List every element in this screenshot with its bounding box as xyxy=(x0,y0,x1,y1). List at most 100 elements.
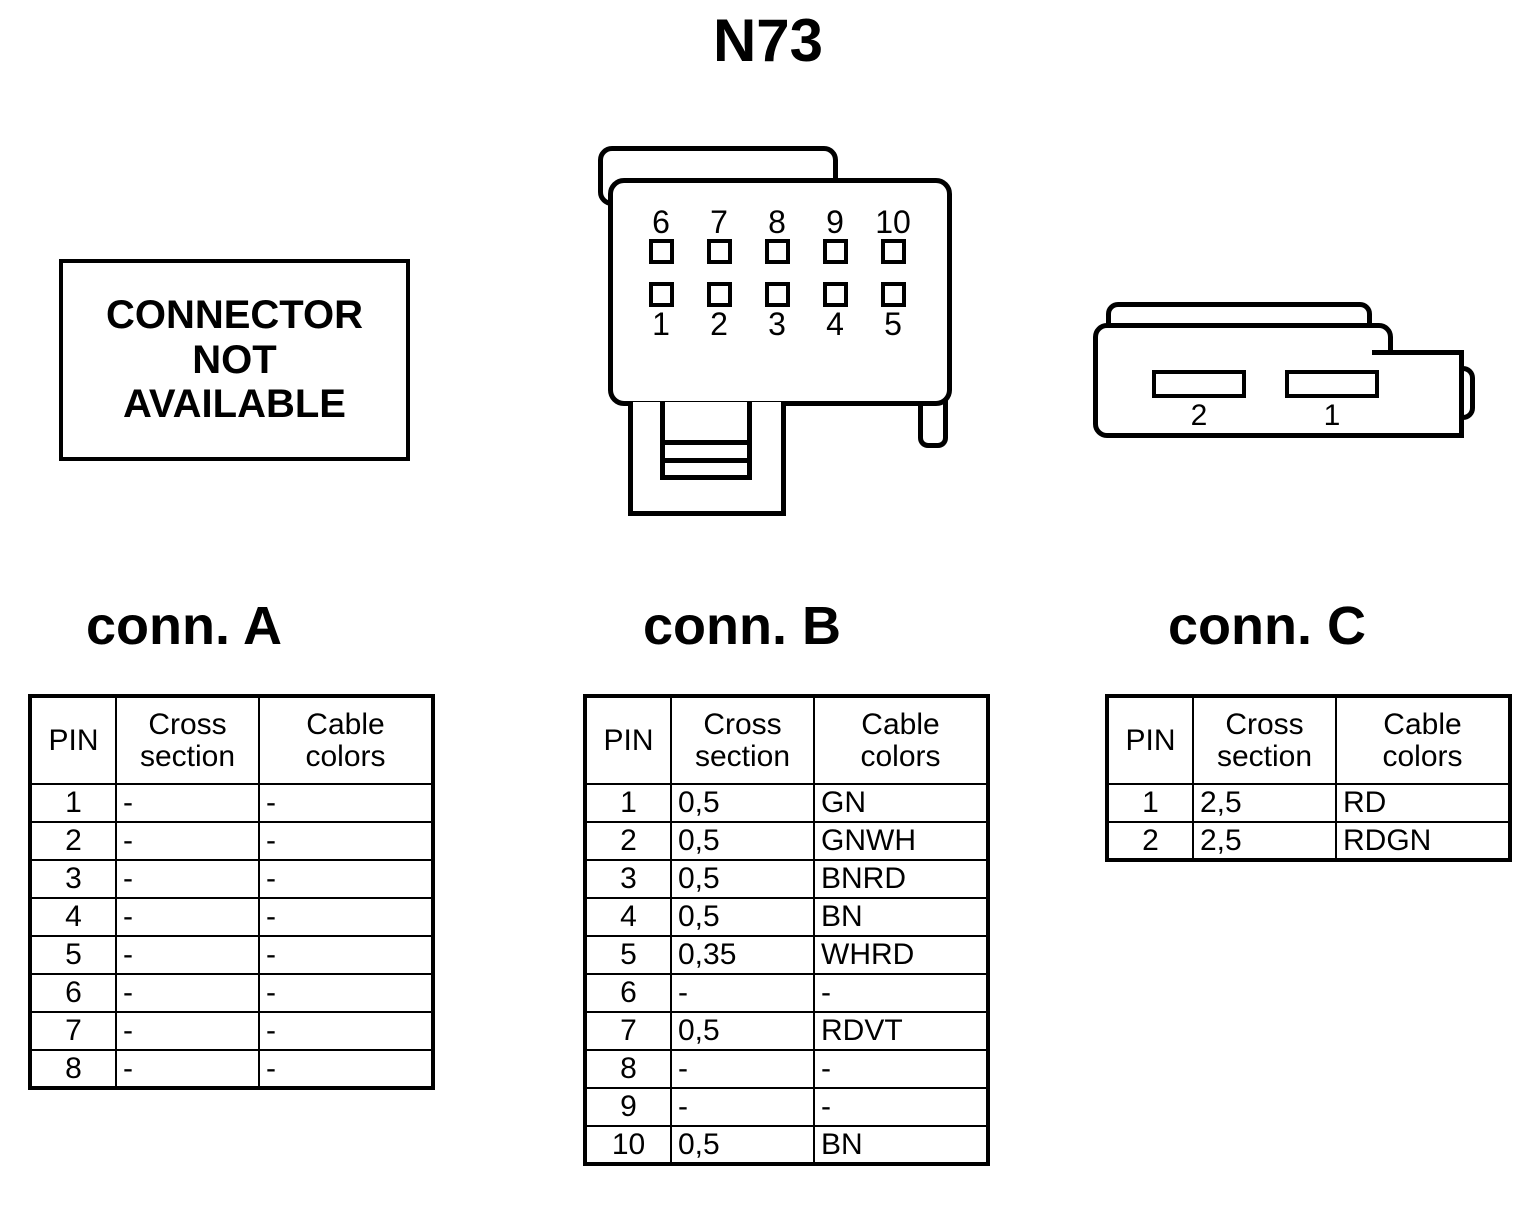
cell-cable-colors: BNRD xyxy=(813,859,989,899)
connector-b-pin-label-7: 7 xyxy=(710,204,728,240)
cell-cross-section: - xyxy=(670,1049,815,1089)
connector-b-pin-column-3: 8 3 xyxy=(751,205,803,341)
cell-cross-section: 0,5 xyxy=(670,897,815,937)
cell-pin: 2 xyxy=(29,821,117,861)
column-header-cross-section: Cross section xyxy=(670,695,815,785)
cell-cable-colors: BN xyxy=(813,1125,989,1165)
cell-pin: 4 xyxy=(29,897,117,937)
cell-cable-colors: - xyxy=(258,897,434,937)
table-header-row: PIN Cross section Cable colors xyxy=(29,695,434,785)
column-header-pin: PIN xyxy=(584,695,672,785)
connector-b-pin-socket-7 xyxy=(706,239,732,264)
connector-b-pin-label-10: 10 xyxy=(875,204,911,240)
cell-cross-section: - xyxy=(670,973,815,1013)
table-row: 4-- xyxy=(29,897,434,937)
cell-cross-section: - xyxy=(115,973,260,1013)
table-row: 2-- xyxy=(29,821,434,861)
heading-conn-a: conn. A xyxy=(86,596,282,656)
column-header-cross-section: Cross section xyxy=(115,695,260,785)
connector-c-pin-socket-1 xyxy=(1285,370,1379,398)
cell-cable-colors: RDGN xyxy=(1335,821,1511,861)
table-row: 6-- xyxy=(584,973,989,1013)
cell-pin: 10 xyxy=(584,1125,672,1165)
connector-b-latch-rib-2 xyxy=(660,458,752,463)
cell-pin: 6 xyxy=(29,973,117,1013)
connector-b-body: 6 1 7 2 8 3 9 xyxy=(608,178,952,406)
table-header-row: PIN Cross section Cable colors xyxy=(584,695,989,785)
connector-b-pin-socket-6 xyxy=(648,239,674,264)
connector-c-pin-label-2: 2 xyxy=(1190,399,1208,432)
cell-cable-colors: - xyxy=(813,1049,989,1089)
cell-cable-colors: - xyxy=(258,935,434,975)
table-row: 6-- xyxy=(29,973,434,1013)
connector-b-latch-rib-1 xyxy=(660,440,752,445)
cell-cross-section: 0,5 xyxy=(670,1011,815,1051)
cell-cross-section: - xyxy=(115,897,260,937)
cell-pin: 3 xyxy=(29,859,117,899)
cell-cross-section: 0,5 xyxy=(670,859,815,899)
cell-cable-colors: - xyxy=(813,973,989,1013)
cell-cable-colors: WHRD xyxy=(813,935,989,975)
connector-c-pin-label-1: 1 xyxy=(1323,399,1341,432)
cross-section-line-2: section xyxy=(1216,739,1313,773)
cell-cable-colors: - xyxy=(258,1011,434,1051)
table-header-row: PIN Cross section Cable colors xyxy=(1106,695,1511,785)
pin-table-conn-a-head: PIN Cross section Cable colors xyxy=(29,695,434,785)
connector-b-pin-label-4: 4 xyxy=(826,306,844,342)
connector-b-pin-socket-1 xyxy=(648,282,674,307)
not-available-line-2: NOT xyxy=(192,337,277,382)
table-row: 7-- xyxy=(29,1011,434,1051)
connector-b-pin-socket-3 xyxy=(764,282,790,307)
cell-pin: 7 xyxy=(29,1011,117,1051)
connector-b-pin-label-1: 1 xyxy=(652,306,670,342)
connector-b-pin-column-5: 10 5 xyxy=(867,205,919,341)
table-row: 8-- xyxy=(29,1049,434,1089)
column-header-cable-colors: Cable colors xyxy=(813,695,989,785)
cell-cable-colors: BN xyxy=(813,897,989,937)
heading-conn-b: conn. B xyxy=(643,596,841,656)
cell-cross-section: - xyxy=(670,1087,815,1127)
cross-section-line-2: section xyxy=(694,739,791,773)
page-title: N73 xyxy=(712,7,824,74)
cell-cable-colors: - xyxy=(258,973,434,1013)
cell-cross-section: 2,5 xyxy=(1192,821,1337,861)
cell-cable-colors: GN xyxy=(813,783,989,823)
connector-b-pin-socket-2 xyxy=(706,282,732,307)
connector-b-pin-label-3: 3 xyxy=(768,306,786,342)
cross-section-line-1: Cross xyxy=(703,707,782,741)
connector-not-available-box: CONNECTOR NOT AVAILABLE xyxy=(59,259,410,461)
heading-conn-c: conn. C xyxy=(1168,596,1366,656)
connector-b-pin-label-8: 8 xyxy=(768,204,786,240)
cell-cable-colors: - xyxy=(258,783,434,823)
cable-colors-line-2: colors xyxy=(1382,739,1463,773)
cell-pin: 7 xyxy=(584,1011,672,1051)
cable-colors-line-1: Cable xyxy=(861,707,940,741)
table-row: 1-- xyxy=(29,783,434,823)
table-row: 9-- xyxy=(584,1087,989,1127)
connector-b-pin-socket-8 xyxy=(764,239,790,264)
cell-cross-section: 0,5 xyxy=(670,783,815,823)
cell-pin: 3 xyxy=(584,859,672,899)
cell-pin: 2 xyxy=(1106,821,1194,861)
pin-table-conn-a: PIN Cross section Cable colors 1--2--3--… xyxy=(28,694,435,1090)
connector-b-pin-socket-10 xyxy=(880,239,906,264)
cable-colors-line-2: colors xyxy=(860,739,941,773)
cell-cable-colors: - xyxy=(258,859,434,899)
cell-cross-section: - xyxy=(115,935,260,975)
cross-section-line-2: section xyxy=(139,739,236,773)
cell-cable-colors: - xyxy=(258,821,434,861)
connector-b-pin-column-4: 9 4 xyxy=(809,205,861,341)
connector-b-pin-column-2: 7 2 xyxy=(693,205,745,341)
cell-cross-section: - xyxy=(115,859,260,899)
cell-pin: 9 xyxy=(584,1087,672,1127)
table-row: 3-- xyxy=(29,859,434,899)
not-available-line-1: CONNECTOR xyxy=(105,292,364,337)
